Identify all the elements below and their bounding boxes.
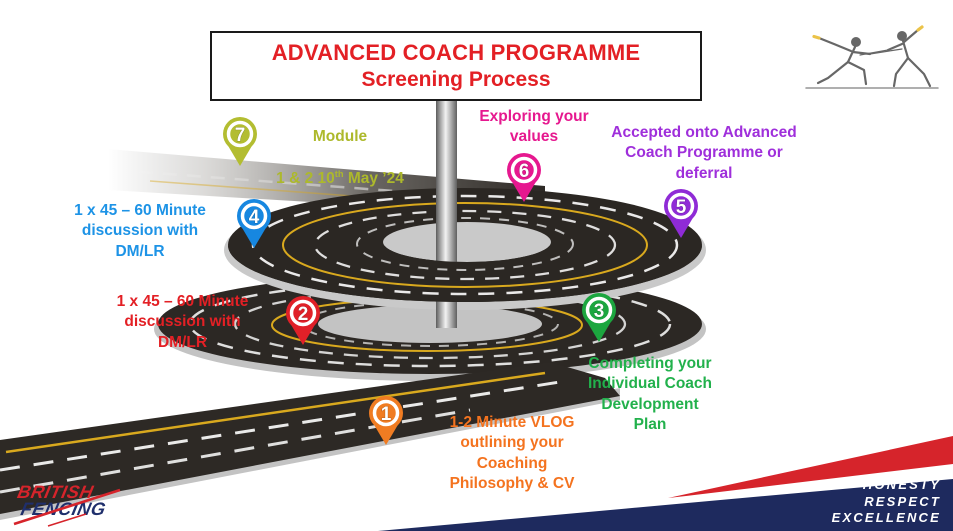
svg-text:2: 2: [298, 304, 309, 325]
milestone-label-4: 1 x 45 – 60 Minute discussion with DM/LR: [74, 202, 206, 260]
sign-board: ADVANCED COACH PROGRAMME Screening Proce…: [210, 31, 702, 101]
entry-road: [0, 362, 620, 514]
footer-red-stripe: [668, 436, 953, 498]
svg-text:5: 5: [676, 197, 687, 218]
svg-text:6: 6: [519, 161, 530, 182]
logo-slash-icon: [13, 488, 121, 527]
svg-text:3: 3: [594, 301, 605, 322]
sign-subtitle: Screening Process: [361, 68, 551, 91]
footer-navy-triangle: [378, 479, 953, 531]
values-banner: HONESTY RESPECT EXCELLENCE: [832, 477, 941, 526]
milestone-label-1: 1-2 Minute VLOG outlining your Coaching …: [449, 414, 575, 493]
value-honesty: HONESTY: [862, 477, 941, 493]
fencers-illustration: [805, 25, 939, 89]
milestone-pin-6: 6: [507, 153, 541, 202]
milestone-label-7-line1: Module: [312, 128, 368, 146]
sign-title: ADVANCED COACH PROGRAMME: [271, 40, 641, 65]
milestone-label-5: Accepted onto Advanced Coach Programme o…: [611, 124, 797, 182]
svg-text:4: 4: [249, 207, 260, 228]
milestone-label-3: Completing your Individual Coach Develop…: [587, 355, 712, 434]
svg-text:1: 1: [381, 404, 392, 425]
milestone-pin-5: 5: [664, 189, 698, 238]
milestone-pin-2: 2: [286, 296, 320, 345]
milestone-label-2: 1 x 45 – 60 Minute discussion with DM/LR: [116, 293, 249, 351]
milestone-pin-1: 1: [369, 396, 403, 445]
milestone-label-7-line2: 1 & 2 10th May ’24: [276, 169, 404, 188]
value-excellence: EXCELLENCE: [831, 509, 941, 525]
milestone-pin-3: 3: [582, 293, 616, 342]
milestone-label-7: Module 1 & 2 10th May ’24: [245, 107, 435, 210]
milestone-pin-4: 4: [237, 199, 271, 248]
milestone-label-6: Exploring your values: [479, 108, 589, 146]
svg-text:7: 7: [235, 125, 246, 146]
value-respect: RESPECT: [864, 493, 941, 509]
milestone-pin-7: 7: [223, 117, 257, 166]
